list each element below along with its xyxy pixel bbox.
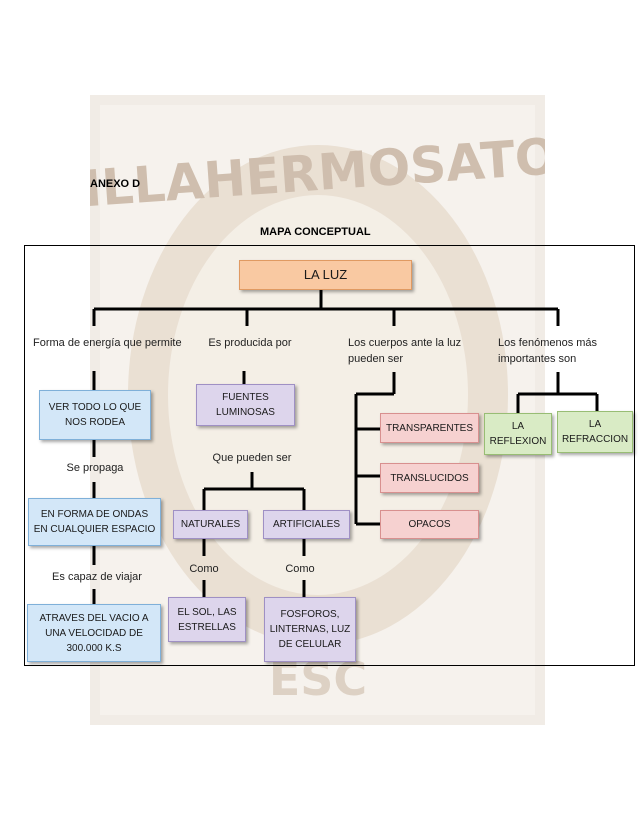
branch-label-bodies: Los cuerpos ante la luz pueden ser [348,337,462,365]
node-artificial: ARTIFICIALES [263,510,350,539]
label-can-travel: Es capaz de viajar [52,571,142,583]
node-sun-stars: EL SOL, LAS ESTRELLAS [168,597,246,642]
node-refraction: LA REFRACCION [557,411,633,453]
branch-label-energy: Forma de energía que permite [33,337,182,349]
page-title: MAPA CONCEPTUAL [260,226,371,238]
node-natural: NATURALES [173,510,248,539]
branch-label-phenomena: Los fenómenos más importantes son [498,337,598,365]
annex-label: ANEXO D [90,178,141,190]
node-vacuum-speed: ATRAVES DEL VACIO A UNA VELOCIDAD DE 300… [27,604,161,662]
node-opaque: OPACOS [380,510,479,539]
label-can-be: Que pueden ser [212,452,292,464]
node-matches-flashlights: FOSFOROS, LINTERNAS, LUZ DE CELULAR [264,597,356,662]
concept-map-frame [24,245,635,666]
label-como-artificial: Como [285,563,315,575]
node-transparent: TRANSPARENTES [380,413,479,443]
node-waves: EN FORMA DE ONDAS EN CUALQUIER ESPACIO [28,498,161,546]
branch-label-produced: Es producida por [208,337,292,349]
node-light-sources: FUENTES LUMINOSAS [196,384,295,426]
label-propagates: Se propaga [66,462,124,474]
node-translucent: TRANSLUCIDOS [380,463,479,493]
label-como-natural: Como [189,563,219,575]
root-node: LA LUZ [239,260,412,290]
node-reflection: LA REFLEXION [484,413,552,455]
node-see-everything: VER TODO LO QUE NOS RODEA [39,390,151,440]
